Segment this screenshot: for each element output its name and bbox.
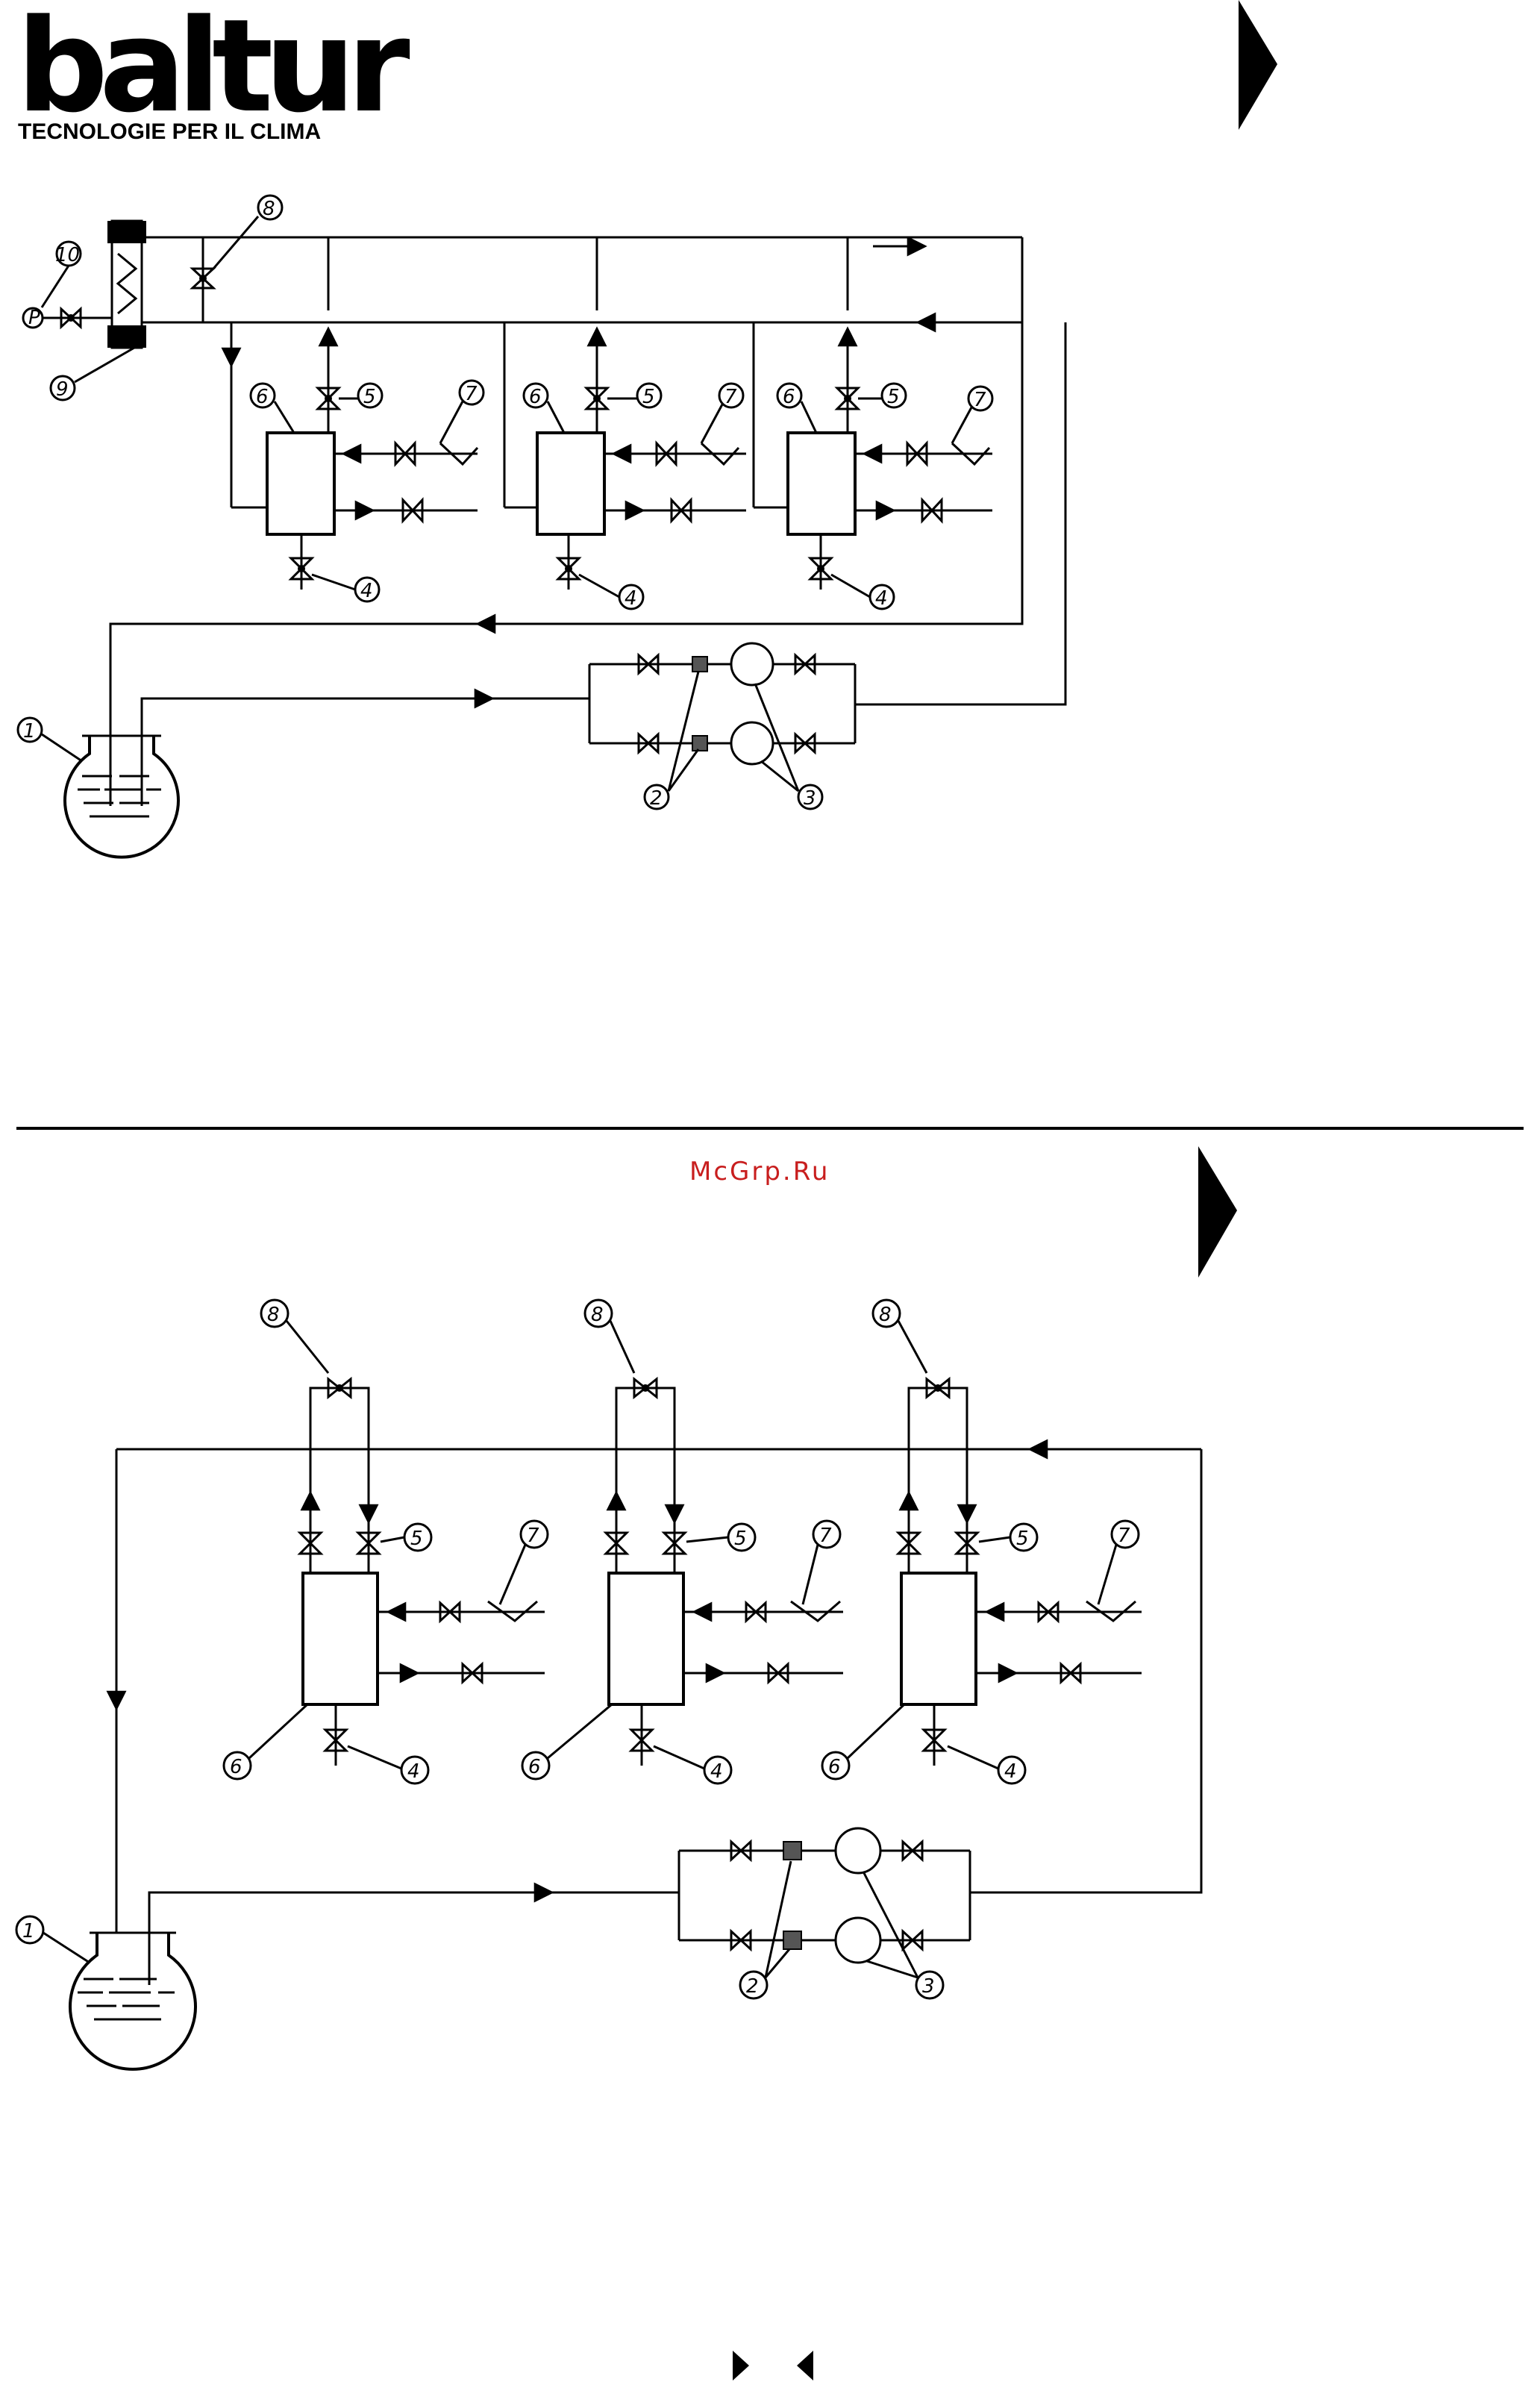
callout-5: 5 bbox=[363, 386, 376, 408]
gauge-symbol: P bbox=[28, 307, 40, 329]
top-diagram: P bbox=[18, 196, 1065, 857]
callout-4: 4 bbox=[1004, 1760, 1017, 1783]
unit-b1 bbox=[300, 1379, 545, 1766]
callout-1: 1 bbox=[22, 1920, 35, 1942]
right-arrow-marker-bottom bbox=[1198, 1146, 1237, 1278]
callout-7: 7 bbox=[1118, 1525, 1130, 1547]
bottom-diagram: 8 8 8 5 7 6 4 5 7 6 4 5 7 6 bbox=[16, 1300, 1201, 2069]
unit-3 bbox=[754, 237, 992, 590]
tank-bottom bbox=[70, 1933, 195, 2069]
pressure-regulator-symbol bbox=[107, 221, 157, 348]
callout-1: 1 bbox=[23, 720, 36, 743]
next-triangle-icon[interactable] bbox=[733, 2351, 749, 2381]
callout-2: 2 bbox=[746, 1975, 759, 1998]
callout-4: 4 bbox=[875, 587, 888, 610]
callout-6: 6 bbox=[230, 1756, 242, 1778]
callout-7: 7 bbox=[527, 1525, 539, 1547]
right-arrow-marker-top bbox=[1239, 0, 1277, 130]
callout-7: 7 bbox=[465, 383, 478, 405]
callout-5: 5 bbox=[1016, 1528, 1029, 1550]
callout-3: 3 bbox=[922, 1975, 935, 1998]
callout-4: 4 bbox=[625, 587, 637, 610]
unit-1 bbox=[231, 237, 478, 590]
callout-3: 3 bbox=[804, 787, 816, 810]
callout-7: 7 bbox=[974, 389, 986, 411]
callout-4: 4 bbox=[360, 580, 373, 602]
callout-6: 6 bbox=[783, 386, 795, 408]
unit-2 bbox=[504, 237, 746, 590]
callout-6: 6 bbox=[528, 1756, 541, 1778]
callout-8: 8 bbox=[591, 1304, 604, 1326]
callout-4: 4 bbox=[407, 1760, 420, 1783]
callout-6: 6 bbox=[828, 1756, 841, 1778]
callout-2: 2 bbox=[650, 787, 663, 810]
callout-8: 8 bbox=[879, 1304, 892, 1326]
callout-8: 8 bbox=[263, 198, 275, 220]
callout-5: 5 bbox=[410, 1528, 423, 1550]
callout-9: 9 bbox=[56, 378, 69, 401]
unit-b3 bbox=[898, 1379, 1142, 1766]
callout-7: 7 bbox=[724, 386, 737, 408]
callout-5: 5 bbox=[887, 386, 900, 408]
callout-6: 6 bbox=[529, 386, 542, 408]
tank-top bbox=[65, 736, 178, 857]
callout-5: 5 bbox=[734, 1528, 747, 1550]
callout-7: 7 bbox=[819, 1525, 832, 1547]
callout-6: 6 bbox=[256, 386, 269, 408]
callout-10: 10 bbox=[55, 244, 80, 266]
callout-8: 8 bbox=[267, 1304, 280, 1326]
callout-4: 4 bbox=[710, 1760, 723, 1783]
previous-triangle-icon[interactable] bbox=[797, 2351, 813, 2381]
unit-b2 bbox=[606, 1379, 843, 1766]
callout-5: 5 bbox=[642, 386, 655, 408]
